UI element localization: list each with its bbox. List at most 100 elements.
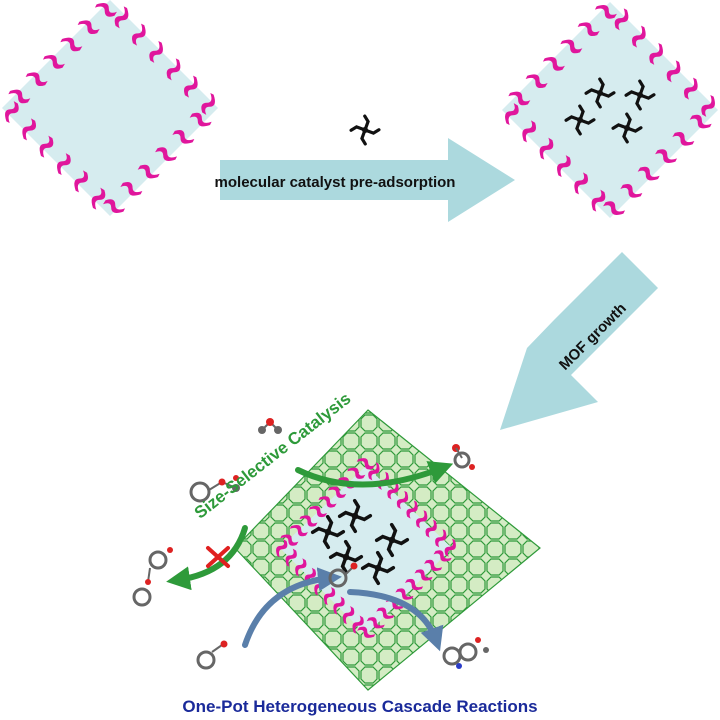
ligand-icon — [539, 137, 554, 160]
ligand-icon — [406, 500, 418, 519]
molecular-catalyst-icon — [328, 539, 364, 575]
ligand-icon — [357, 626, 376, 638]
ligand-shell — [505, 5, 715, 215]
ligand-icon — [77, 20, 100, 34]
ligand-icon — [42, 55, 65, 69]
cascade-in-arrow — [242, 567, 342, 648]
ligand-icon — [276, 539, 288, 558]
molecular-catalyst-icon — [360, 550, 396, 586]
ligand-icon — [347, 467, 366, 479]
ligand-icon — [684, 77, 698, 100]
ligand-icon — [155, 147, 178, 161]
ligand-icon — [387, 481, 399, 500]
molecular-catalyst-icon — [374, 522, 410, 558]
ligand-icon — [39, 135, 54, 158]
ligand-icon — [189, 112, 212, 127]
ligand-icon — [103, 199, 126, 213]
ligand-icon — [655, 149, 678, 163]
ligand-icon — [522, 120, 536, 143]
ligand-icon — [172, 130, 195, 144]
ligand-icon — [577, 22, 600, 36]
ligand-icon — [424, 559, 443, 572]
ligand-icon — [395, 588, 414, 600]
ligand-icon — [560, 39, 583, 54]
ligand-icon — [137, 164, 160, 179]
ligand-icon — [285, 548, 297, 567]
alcohol-substrate-molecule — [196, 640, 228, 670]
reject-x-icon — [206, 546, 230, 568]
ligand-icon — [637, 166, 660, 181]
ligand-icon — [318, 496, 337, 508]
cascade-title: One-Pot Heterogeneous Cascade Reactions — [182, 697, 537, 716]
small-substrate-molecule — [258, 418, 282, 434]
rejected-pathway-arrow — [166, 525, 248, 591]
ligand-icon — [416, 510, 428, 529]
bulky-substrate-molecule — [189, 475, 240, 503]
molecular-catalyst-icon — [584, 77, 616, 109]
ligand-icon — [542, 57, 565, 71]
molecular-catalyst-icon — [349, 114, 381, 146]
ligand-icon — [666, 60, 681, 83]
ligand-icon — [57, 153, 71, 176]
ligand-icon — [368, 462, 380, 481]
ligand-icon — [632, 25, 646, 48]
ligand-icon — [22, 118, 36, 141]
ligand-icon — [574, 172, 588, 195]
ligand-icon — [289, 524, 308, 537]
ligand-icon — [396, 490, 409, 510]
ligand-icon — [594, 5, 617, 19]
bare-particle — [2, 0, 218, 216]
ligand-icon — [166, 58, 181, 81]
ligand-icon — [508, 91, 531, 106]
ligand-icon — [435, 529, 447, 548]
ligand-icon — [25, 72, 48, 86]
ligand-icon — [342, 606, 355, 625]
ligand-shell — [276, 458, 456, 638]
product-molecule — [452, 444, 475, 470]
ligand-icon — [120, 182, 143, 196]
ligand-icon — [414, 569, 433, 581]
ligand-icon — [8, 89, 31, 104]
ligand-icon — [433, 550, 452, 562]
ligand-shell — [5, 3, 215, 213]
ligand-icon — [328, 486, 347, 498]
ligand-icon — [74, 170, 88, 193]
ligand-icon — [323, 586, 336, 606]
ligand-icon — [404, 578, 424, 591]
ligand-icon — [333, 596, 345, 615]
mof-encapsulated-particle — [234, 409, 541, 691]
molecular-catalyst-icon — [624, 79, 656, 111]
ligand-icon — [356, 458, 375, 470]
aldehyde-intermediate-molecule — [328, 562, 358, 588]
ligand-icon — [505, 103, 519, 126]
ligand-icon — [649, 42, 663, 65]
ligand-icon — [366, 617, 385, 629]
mof-growth-arrow: MOF growth — [500, 252, 658, 430]
ligand-icon — [352, 615, 364, 634]
ligand-icon — [689, 114, 712, 129]
molecular-catalyst-icon — [337, 498, 373, 534]
ligand-icon — [299, 515, 318, 527]
ligand-icon — [376, 607, 395, 619]
ligand-icon — [308, 505, 328, 518]
molecular-catalyst-icon — [611, 112, 643, 144]
ligand-icon — [114, 6, 129, 29]
ligand-icon — [132, 23, 146, 46]
ligand-icon — [591, 189, 606, 212]
pre-adsorption-arrow: molecular catalyst pre-adsorption — [215, 138, 515, 222]
ligand-icon — [94, 3, 117, 17]
ligand-icon — [201, 92, 215, 115]
ligand-icon — [60, 37, 83, 52]
ligand-icon — [603, 201, 626, 215]
ligand-icon — [425, 519, 437, 538]
bulky-product-molecule — [132, 547, 173, 607]
ligand-icon — [184, 75, 198, 98]
loaded-particle — [502, 2, 718, 218]
ligand-icon — [614, 8, 629, 31]
ligand-icon — [280, 534, 299, 546]
pre-adsorption-label: molecular catalyst pre-adsorption — [215, 174, 456, 191]
ligand-icon — [91, 187, 106, 210]
ligand-icon — [5, 101, 19, 124]
ligand-icon — [701, 94, 715, 117]
